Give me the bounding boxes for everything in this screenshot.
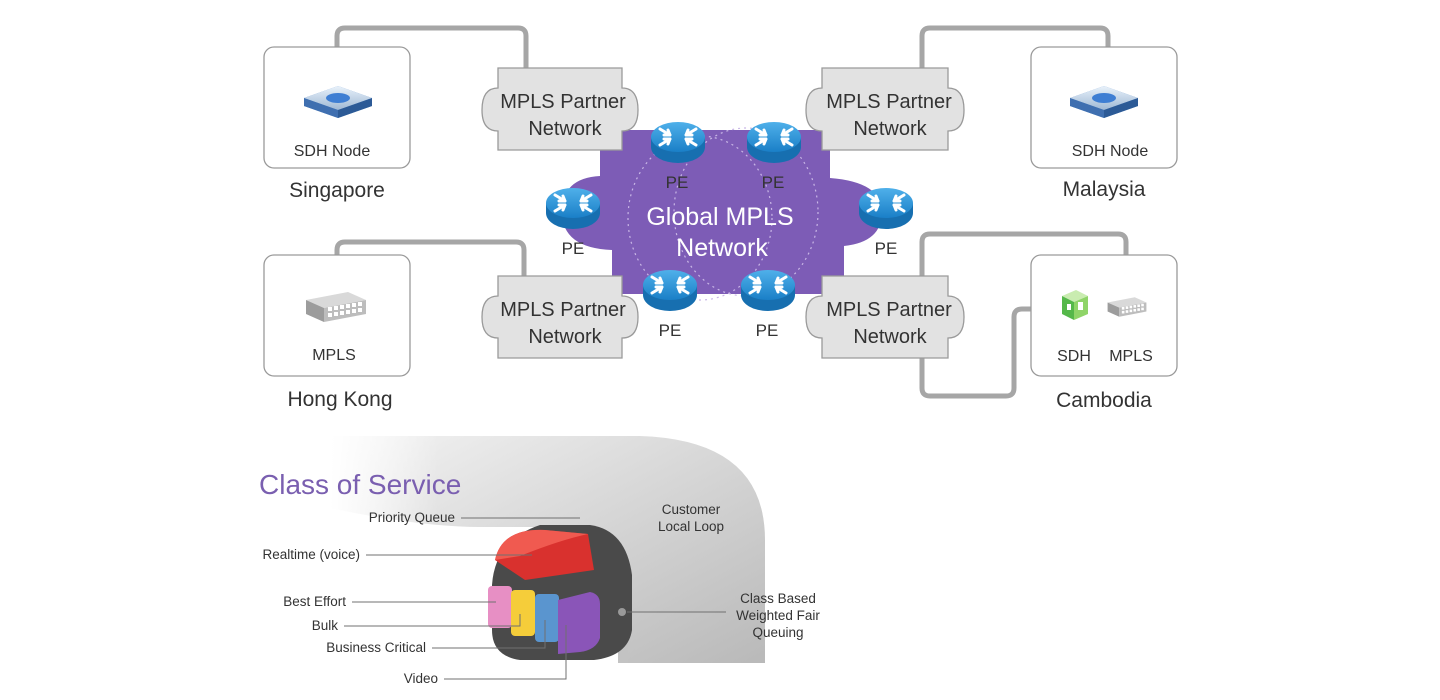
leader-bulk: [344, 614, 521, 627]
pe-label: PE: [659, 321, 682, 340]
router-icon: [858, 187, 914, 231]
cloud-shape: [562, 130, 882, 294]
bulk-segment: [511, 590, 535, 636]
label-cbwfq-line2: Weighted Fair: [736, 608, 820, 623]
label-customer-line2: Local Loop: [658, 519, 724, 534]
cos-title: Class of Service: [259, 469, 461, 500]
partner-network-bottom-left: MPLS Partner Network: [481, 275, 639, 359]
label-video: Video: [404, 671, 438, 686]
site-device-sdh-label: SDH: [1057, 348, 1091, 365]
pe-label: PE: [666, 173, 689, 192]
site-singapore: SDH Node Singapore: [263, 46, 411, 202]
cbwfq-core: [618, 608, 626, 616]
class-of-service-illustration: Class of Service Priority Queue Realtime…: [259, 436, 820, 686]
global-mpls-cloud: Global MPLS Network: [562, 127, 882, 301]
pe-label: PE: [762, 173, 785, 192]
site-city-label: Cambodia: [1056, 389, 1152, 412]
label-priority-queue: Priority Queue: [369, 510, 455, 525]
best-effort-segment: [488, 586, 512, 628]
site-malaysia: SDH Node Malaysia: [1030, 46, 1178, 201]
site-device-label: SDH Node: [294, 143, 371, 160]
site-device-label: SDH Node: [1072, 143, 1149, 160]
partner-network-bottom-right: MPLS Partner Network: [805, 275, 965, 359]
site-device-label: MPLS: [312, 347, 356, 364]
cable-fade: [330, 436, 640, 540]
router-icon: [746, 121, 802, 165]
label-cbwfq-line3: Queuing: [752, 625, 803, 640]
video-segment: [558, 592, 600, 654]
cloud-label-line2: Network: [676, 234, 768, 262]
site-city-label: Singapore: [289, 179, 385, 202]
partner-label-line1: MPLS Partner: [826, 299, 952, 321]
router-icon: [545, 187, 601, 231]
pe-label: PE: [562, 239, 585, 258]
leader-business-critical: [432, 620, 546, 649]
site-city-label: Hong Kong: [287, 388, 392, 411]
pe-label: PE: [875, 239, 898, 258]
label-bulk: Bulk: [312, 618, 339, 633]
business-critical-segment: [535, 594, 559, 642]
sdh-multiplexer-icon: [1062, 290, 1088, 320]
pe-router-right: PE: [858, 187, 914, 258]
partner-label-line2: Network: [853, 326, 927, 348]
pe-label: PE: [756, 321, 779, 340]
partner-label-line1: MPLS Partner: [500, 299, 626, 321]
link-cambodia-mpls: [919, 231, 1129, 303]
pe-router-top-left: PE: [650, 121, 706, 192]
router-icon: [740, 269, 796, 313]
link-cambodia-sdh: [919, 306, 1069, 399]
partner-label-line2: Network: [528, 326, 602, 348]
router-icon: [642, 269, 698, 313]
partner-network-top-right: MPLS Partner Network: [805, 67, 965, 151]
partner-label-line1: MPLS Partner: [826, 91, 952, 113]
label-business-critical: Business Critical: [326, 640, 426, 655]
site-hongkong: MPLS Hong Kong: [263, 254, 411, 411]
cloud-label-line1: Global MPLS: [646, 203, 793, 231]
pe-router-bottom-left: PE: [642, 269, 698, 340]
link-malaysia: [919, 25, 1111, 86]
partner-label-line2: Network: [853, 118, 927, 140]
link-singapore: [334, 25, 529, 86]
partner-network-top-left: MPLS Partner Network: [481, 67, 639, 151]
site-city-label: Malaysia: [1063, 178, 1146, 201]
cloud-ring-left: [627, 135, 773, 301]
pe-router-top-right: PE: [746, 121, 802, 192]
label-cbwfq-line1: Class Based: [740, 591, 816, 606]
pe-router-left: PE: [545, 187, 601, 258]
partner-label-line2: Network: [528, 118, 602, 140]
cloud-ring-right: [673, 127, 819, 297]
label-best-effort: Best Effort: [283, 594, 346, 609]
realtime-segment-top: [495, 529, 588, 560]
site-device-mpls-label: MPLS: [1109, 348, 1153, 365]
link-hongkong: [334, 239, 527, 295]
router-icon: [650, 121, 706, 165]
leader-video: [444, 625, 567, 680]
label-customer-line1: Customer: [662, 502, 721, 517]
partner-label-line1: MPLS Partner: [500, 91, 626, 113]
site-cambodia: SDH MPLS Cambodia: [1030, 254, 1178, 412]
pe-router-bottom-right: PE: [740, 269, 796, 340]
label-realtime: Realtime (voice): [262, 547, 360, 562]
